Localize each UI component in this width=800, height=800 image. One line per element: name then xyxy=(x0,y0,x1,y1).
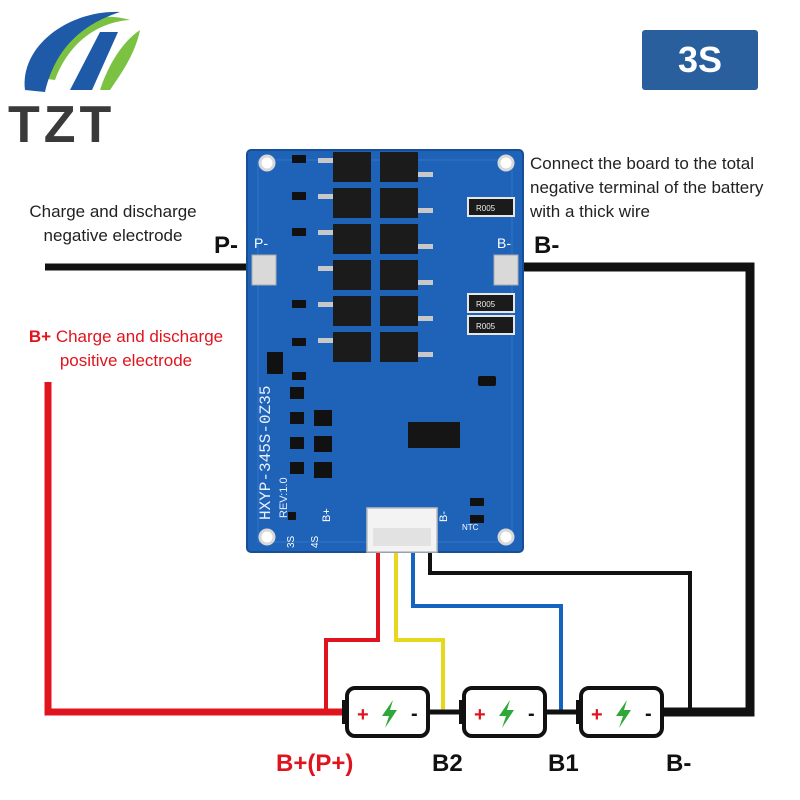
bottom-label-b-minus: B- xyxy=(666,750,692,777)
wire-balance-black xyxy=(428,552,692,712)
silk-3s: 3S xyxy=(286,535,297,548)
silk-b-minus: B- xyxy=(438,511,450,522)
wire-b-plus-main xyxy=(44,382,342,716)
cell2-minus: - xyxy=(528,703,535,725)
bms-board xyxy=(246,149,524,553)
brand-name: TZT xyxy=(8,96,116,154)
positive-electrode-note: B+ Charge and discharge positive electro… xyxy=(6,325,246,373)
wire-balance-red xyxy=(324,552,380,712)
bms-controller-ic xyxy=(408,422,460,448)
cell3-minus: - xyxy=(645,703,652,725)
bottom-label-b1: B1 xyxy=(548,750,579,777)
board-model-text: HXYP-345S-0Z35 xyxy=(257,386,275,520)
terminal-p-minus-label: P- xyxy=(214,232,238,259)
resistor-label-3: R005 xyxy=(476,322,496,331)
board-rev-text: REV:1.0 xyxy=(278,477,290,518)
cell1-plus: + xyxy=(357,704,369,726)
silk-ntc: NTC xyxy=(462,523,479,532)
positive-electrode-text: Charge and discharge positive electrode xyxy=(55,327,224,370)
mosfet-array xyxy=(333,152,418,362)
pad-b-minus-text: B- xyxy=(497,235,511,251)
bottom-label-b2: B2 xyxy=(432,750,463,777)
terminal-b-minus-label: B- xyxy=(534,232,560,259)
series-badge: 3S xyxy=(642,30,758,90)
wire-balance-yellow xyxy=(394,552,445,712)
wire-balance-blue xyxy=(411,552,563,712)
shunt-resistors xyxy=(467,197,515,335)
pad-p-minus-text: P- xyxy=(254,235,268,251)
cell2-plus: + xyxy=(474,704,486,726)
silk-4s: 4S xyxy=(310,535,321,548)
resistor-label-1: R005 xyxy=(476,204,496,213)
tzt-logo-icon xyxy=(24,11,140,92)
wire-b-minus-thick xyxy=(508,262,755,717)
cell1-minus: - xyxy=(411,703,418,725)
negative-electrode-note: Charge and discharge negative electrode xyxy=(29,202,197,245)
connect-note: Connect the board to the total negative … xyxy=(530,154,764,221)
silk-b-plus: B+ xyxy=(321,508,333,522)
bolt-icon xyxy=(382,700,631,728)
bottom-label-b-plus: B+(P+) xyxy=(276,750,354,777)
positive-prefix: B+ xyxy=(28,327,52,346)
cell3-plus: + xyxy=(591,704,603,726)
resistor-label-2: R005 xyxy=(476,300,496,309)
